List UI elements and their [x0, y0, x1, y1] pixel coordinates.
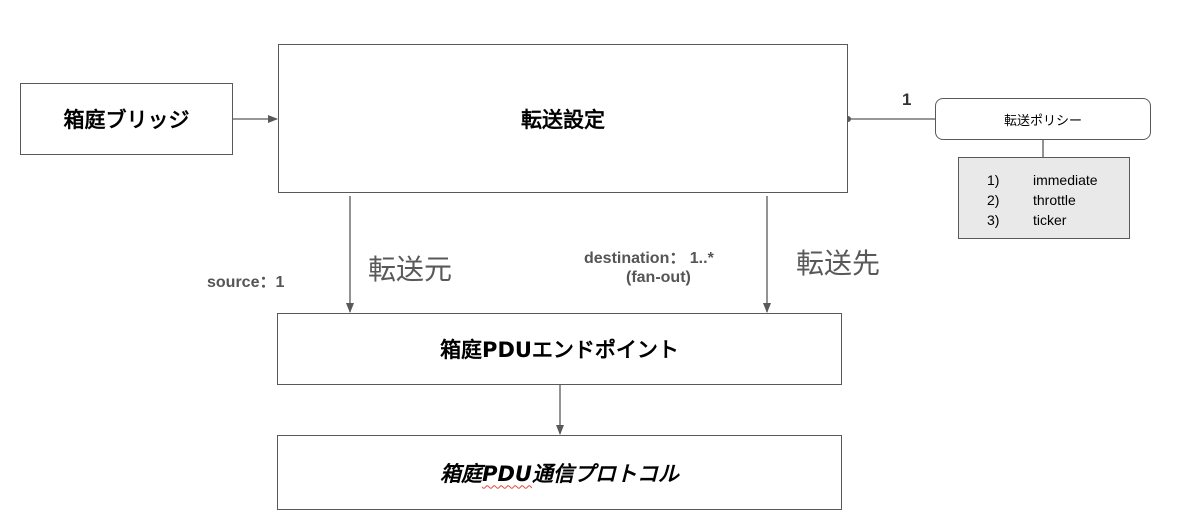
- protocol-suffix: 通信プロトコル: [531, 461, 679, 486]
- policy-option-value: ticker: [1033, 212, 1067, 228]
- destination-role-label: 転送先: [796, 247, 881, 280]
- node-transfer-policy-label: 転送ポリシー: [1003, 113, 1082, 129]
- node-pdu-protocol: 箱庭PDU通信プロトコル: [277, 435, 842, 510]
- policy-option: 2) throttle: [959, 190, 1129, 210]
- node-transfer-policy: 転送ポリシー: [935, 98, 1151, 140]
- destination-multiplicity-label: destination： 1..*: [584, 250, 714, 267]
- policy-option-number: 1): [987, 172, 1000, 188]
- destination-note-label: (fan-out): [626, 269, 691, 286]
- protocol-prefix: 箱庭: [440, 461, 483, 486]
- node-pdu-protocol-label: 箱庭PDU通信プロトコル: [440, 458, 679, 488]
- policy-options-note: 1) immediate 2) throttle 3) ticker: [958, 157, 1130, 239]
- node-transfer-config: 転送設定: [278, 44, 848, 193]
- node-transfer-config-label: 転送設定: [521, 107, 605, 132]
- policy-option: 1) immediate: [959, 170, 1129, 190]
- node-pdu-endpoint-label: 箱庭PDUエンドポイント: [440, 338, 679, 362]
- node-pdu-endpoint: 箱庭PDUエンドポイント: [277, 313, 842, 385]
- policy-multiplicity-label: 1: [902, 90, 912, 109]
- policy-option-value: throttle: [1033, 192, 1076, 208]
- policy-option-value: immediate: [1033, 172, 1098, 188]
- policy-option-number: 2): [987, 192, 1000, 208]
- node-bridge: 箱庭ブリッジ: [20, 83, 233, 155]
- protocol-underlined-term: PDU: [482, 461, 532, 486]
- node-bridge-label: 箱庭ブリッジ: [63, 108, 190, 132]
- source-role-label: 転送元: [368, 253, 453, 286]
- policy-option: 3) ticker: [959, 210, 1129, 230]
- source-multiplicity-label: source：1: [207, 274, 285, 291]
- policy-option-number: 3): [987, 212, 1000, 228]
